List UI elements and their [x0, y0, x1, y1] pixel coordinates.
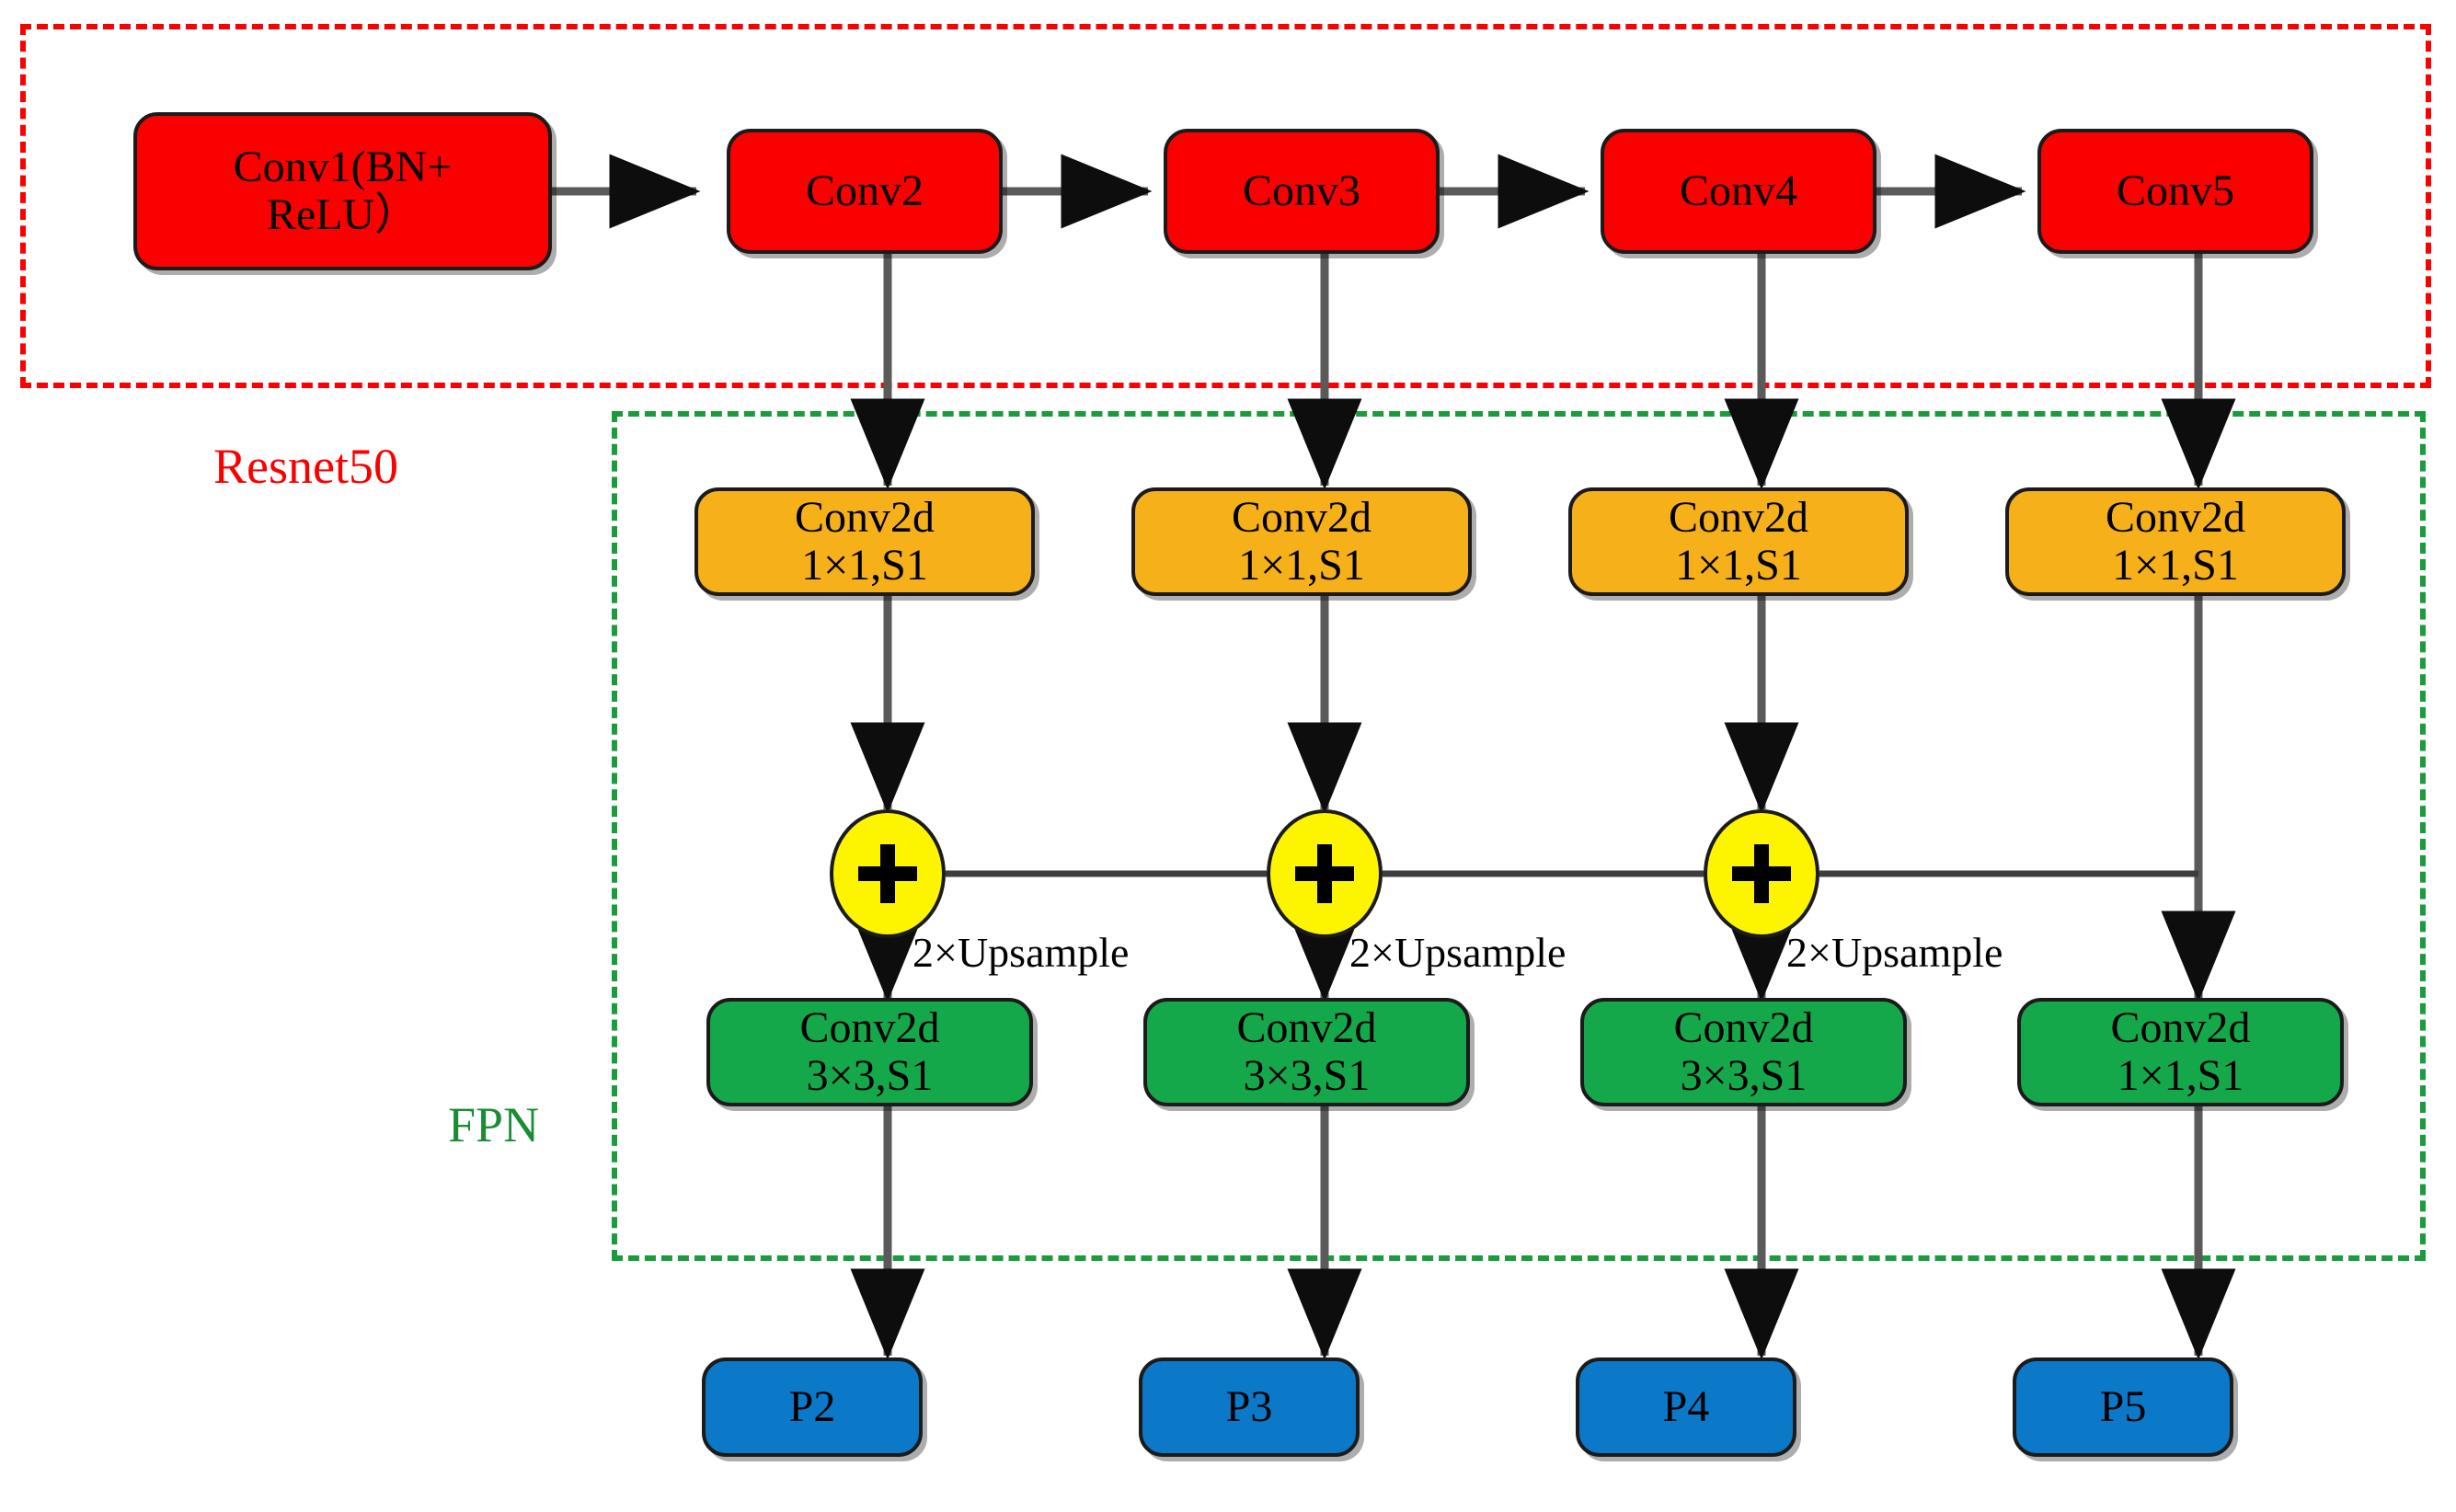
node-smooth-conv-p3-line-1: Conv2d — [1236, 1003, 1377, 1053]
node-lateral-conv-p2-line-1: Conv2d — [794, 493, 935, 543]
node-output-p5[interactable]: P5 — [2013, 1357, 2233, 1457]
node-lateral-conv-p4-line-1: Conv2d — [1668, 493, 1808, 543]
edge-label-upsample-2: 2×Upsample — [1349, 929, 1567, 976]
group-label-resnet50: Resnet50 — [213, 439, 398, 494]
node-smooth-conv-p4-line-2: 3×3,S1 — [1680, 1051, 1808, 1100]
edge-label-upsample-1: 2×Upsample — [912, 929, 1130, 976]
node-output-p4[interactable]: P4 — [1576, 1357, 1796, 1457]
node-conv4[interactable]: Conv4 — [1601, 129, 1876, 254]
node-conv3-label: Conv3 — [1242, 166, 1360, 216]
group-frame-resnet50 — [20, 24, 2431, 388]
group-label-fpn: FPN — [448, 1097, 540, 1152]
node-lateral-conv-p3-line-2: 1×1,S1 — [1238, 541, 1365, 590]
node-lateral-conv-p4-line-2: 1×1,S1 — [1675, 541, 1802, 590]
node-output-p2[interactable]: P2 — [702, 1357, 923, 1457]
node-smooth-conv-p2-line-2: 3×3,S1 — [806, 1051, 934, 1100]
node-add-p3[interactable] — [1267, 809, 1383, 938]
node-lateral-conv-p2[interactable]: Conv2d 1×1,S1 — [694, 487, 1035, 596]
node-lateral-conv-p4[interactable]: Conv2d 1×1,S1 — [1568, 487, 1909, 596]
node-smooth-conv-p5[interactable]: Conv2d 1×1,S1 — [2017, 998, 2344, 1106]
node-lateral-conv-p2-line-2: 1×1,S1 — [801, 541, 928, 590]
node-conv1-line-2: ReLU） — [266, 190, 419, 239]
node-conv5-label: Conv5 — [2116, 166, 2234, 216]
node-lateral-conv-p3[interactable]: Conv2d 1×1,S1 — [1131, 487, 1472, 596]
node-smooth-conv-p2[interactable]: Conv2d 3×3,S1 — [706, 998, 1033, 1106]
node-output-p5-label: P5 — [2099, 1382, 2147, 1432]
node-smooth-conv-p4-line-1: Conv2d — [1673, 1003, 1814, 1053]
plus-icon — [1732, 844, 1791, 903]
node-conv4-label: Conv4 — [1679, 166, 1797, 216]
node-conv3[interactable]: Conv3 — [1164, 129, 1440, 254]
node-add-p2[interactable] — [830, 809, 946, 938]
node-output-p2-label: P2 — [788, 1382, 836, 1432]
node-output-p3[interactable]: P3 — [1139, 1357, 1360, 1457]
edge-label-upsample-3: 2×Upsample — [1786, 929, 2003, 976]
node-lateral-conv-p3-line-1: Conv2d — [1231, 493, 1371, 543]
node-output-p3-label: P3 — [1225, 1382, 1273, 1432]
node-lateral-conv-p5[interactable]: Conv2d 1×1,S1 — [2005, 487, 2346, 596]
node-conv5[interactable]: Conv5 — [2037, 129, 2313, 254]
node-conv1-line-1: Conv1(BN+ — [233, 143, 453, 192]
group-frame-fpn — [612, 411, 2426, 1261]
node-smooth-conv-p5-line-1: Conv2d — [2110, 1003, 2251, 1053]
node-conv1[interactable]: Conv1(BN+ ReLU） — [133, 112, 552, 270]
node-smooth-conv-p4[interactable]: Conv2d 3×3,S1 — [1580, 998, 1907, 1106]
node-smooth-conv-p3[interactable]: Conv2d 3×3,S1 — [1143, 998, 1470, 1106]
plus-icon — [1295, 844, 1354, 903]
node-smooth-conv-p5-line-2: 1×1,S1 — [2117, 1051, 2244, 1100]
node-lateral-conv-p5-line-1: Conv2d — [2105, 493, 2245, 543]
node-smooth-conv-p2-line-1: Conv2d — [799, 1003, 940, 1053]
node-add-p4[interactable] — [1704, 809, 1819, 938]
node-conv2-label: Conv2 — [805, 166, 924, 216]
node-lateral-conv-p5-line-2: 1×1,S1 — [2112, 541, 2239, 590]
node-smooth-conv-p3-line-2: 3×3,S1 — [1243, 1051, 1371, 1100]
node-output-p4-label: P4 — [1662, 1382, 1710, 1432]
plus-icon — [858, 844, 917, 903]
node-conv2[interactable]: Conv2 — [727, 129, 1003, 254]
